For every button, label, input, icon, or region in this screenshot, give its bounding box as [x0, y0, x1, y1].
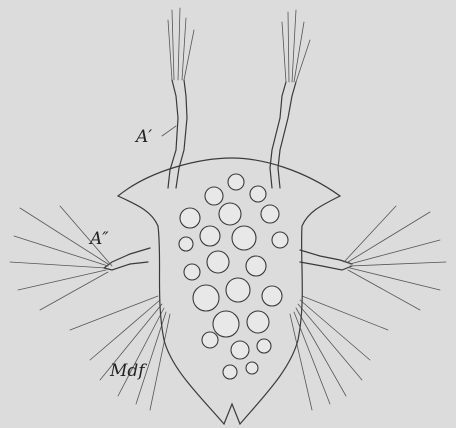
label-antenna: A″: [88, 229, 109, 249]
label-antennule: A′: [134, 127, 152, 147]
label-mandible: Mdf: [109, 361, 147, 381]
